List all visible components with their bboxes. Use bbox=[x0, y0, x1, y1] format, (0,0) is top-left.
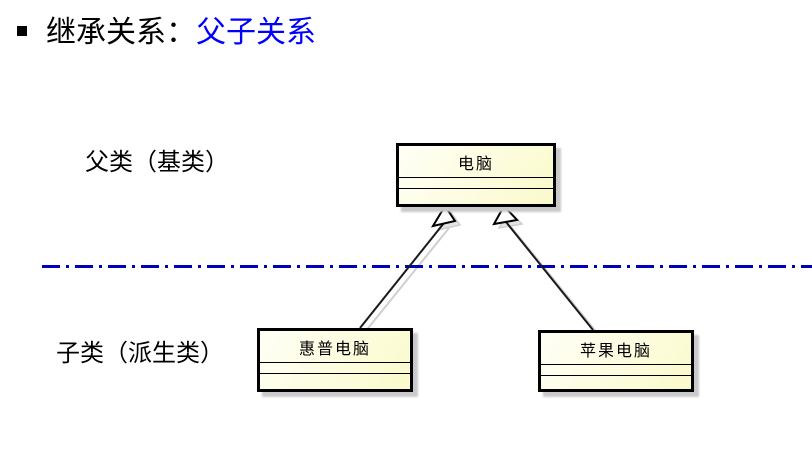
uml-operations-compartment bbox=[399, 188, 553, 204]
uml-class-name: 惠普电脑 bbox=[298, 340, 371, 358]
uml-class-child-apple: 苹果电脑 bbox=[538, 330, 694, 392]
uml-class-name: 电脑 bbox=[457, 155, 494, 173]
inheritance-arrowhead-right bbox=[492, 204, 519, 226]
inheritance-arrowhead-left-shadow bbox=[436, 209, 462, 232]
uml-class-child-hp: 惠普电脑 bbox=[257, 328, 413, 392]
inheritance-arrow-right-shadow bbox=[510, 226, 599, 335]
uml-attributes-compartment bbox=[260, 362, 410, 373]
parent-class-label: 父类（基类） bbox=[85, 149, 229, 176]
slide-title-prefix: 继承关系： bbox=[46, 16, 196, 49]
uml-class-parent: 电脑 bbox=[396, 143, 556, 207]
inheritance-arrowhead-left bbox=[430, 204, 457, 228]
uml-operations-compartment bbox=[260, 373, 410, 389]
bullet-icon bbox=[17, 26, 27, 36]
uml-attributes-compartment bbox=[399, 177, 553, 188]
inheritance-arrow-right bbox=[505, 221, 594, 331]
inheritance-arrow-left bbox=[359, 222, 445, 329]
uml-class-name: 苹果电脑 bbox=[579, 342, 652, 360]
inheritance-arrowhead-right-shadow bbox=[497, 209, 524, 230]
uml-operations-compartment bbox=[541, 375, 691, 389]
child-class-label: 子类（派生类） bbox=[56, 340, 224, 367]
uml-attributes-compartment bbox=[541, 364, 691, 375]
inheritance-arrow-left-shadow bbox=[364, 227, 450, 333]
slide-title: 继承关系：父子关系 bbox=[46, 14, 316, 52]
slide-title-highlight: 父子关系 bbox=[196, 16, 316, 49]
